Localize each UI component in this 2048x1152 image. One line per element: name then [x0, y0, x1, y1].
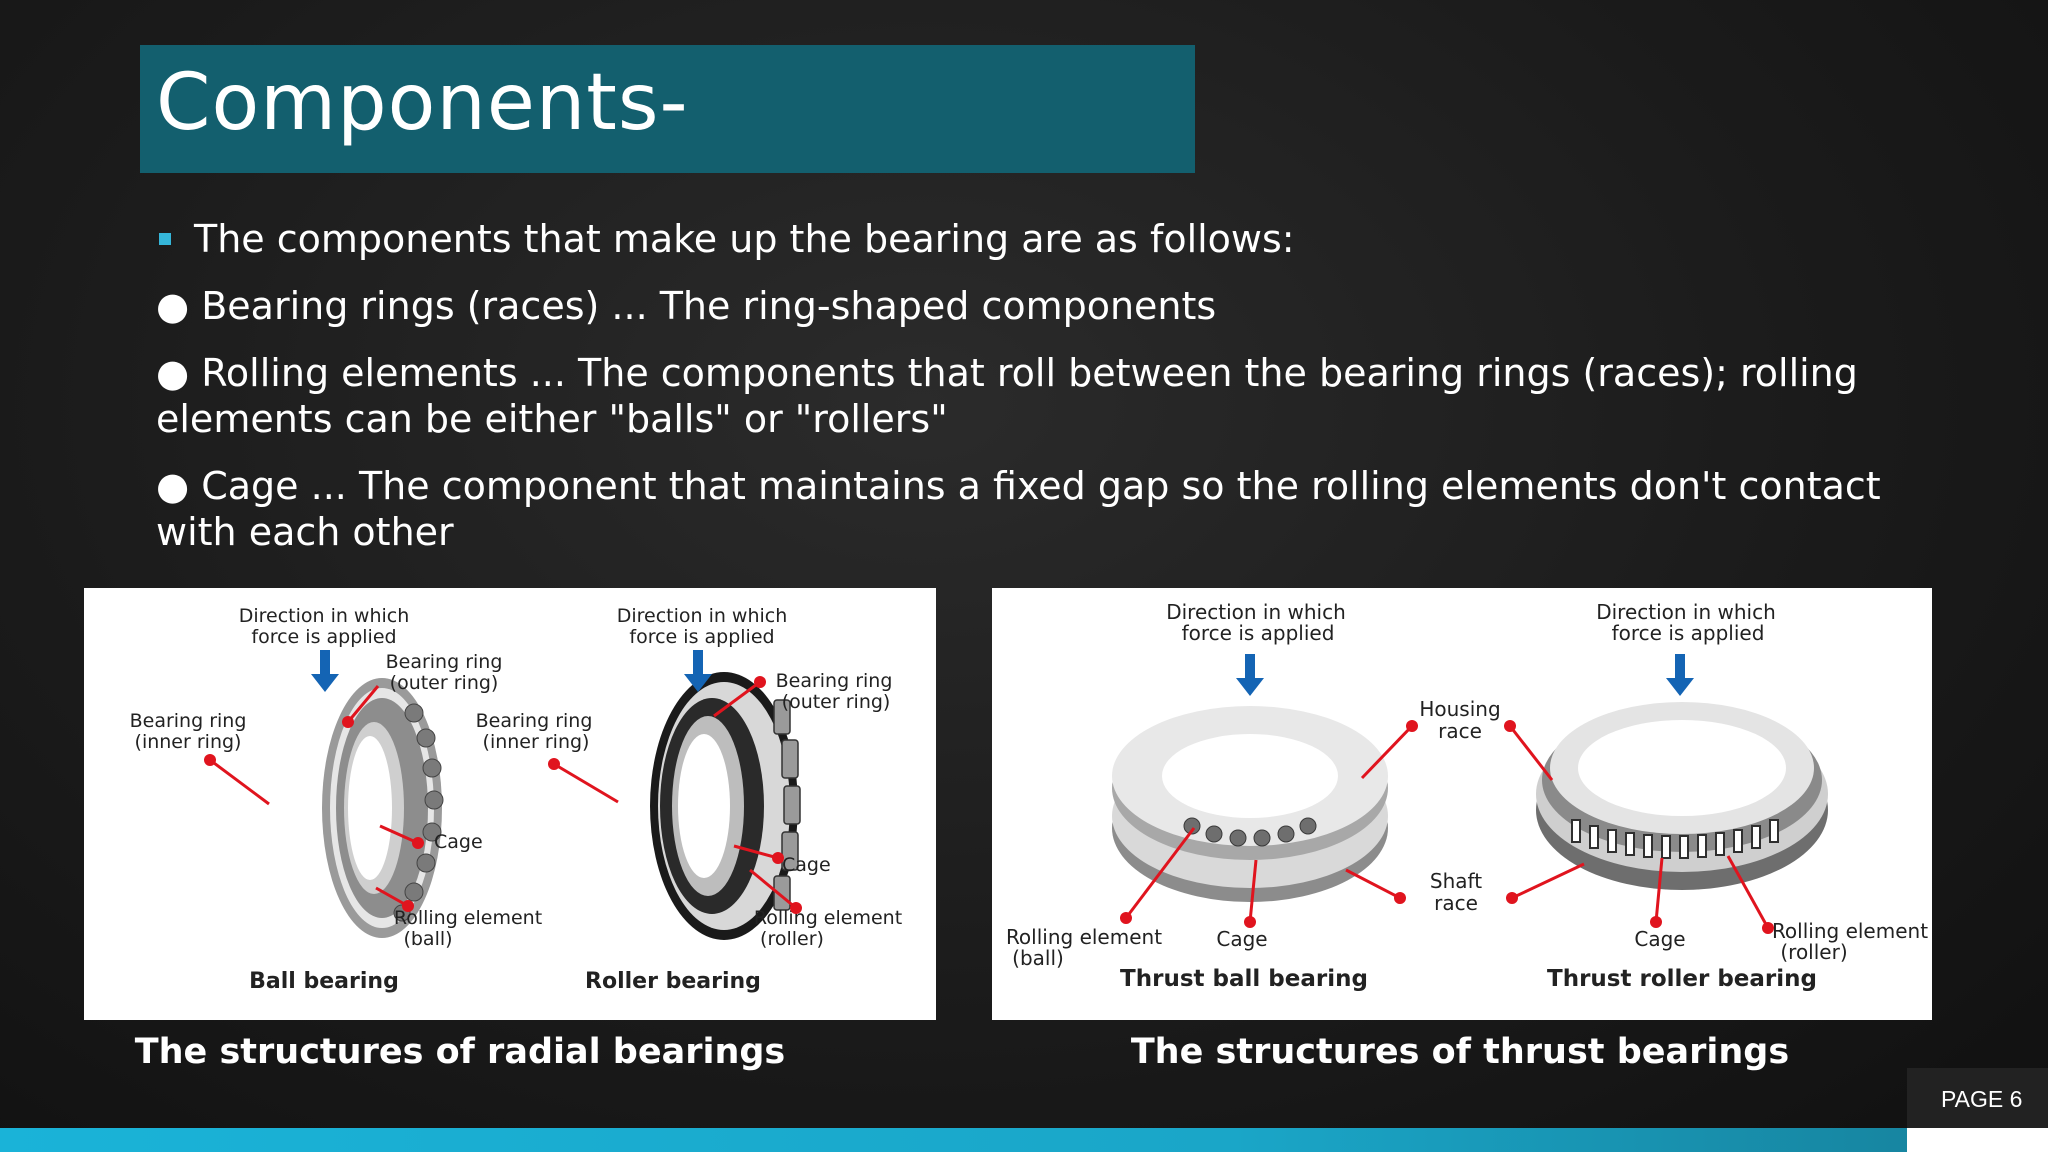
ball-cage-label: Cage [434, 831, 483, 853]
thrust-roller-direction-label-2: force is applied [1612, 621, 1765, 645]
bottom-accent-bar [0, 1128, 2048, 1152]
intro-text: The components that make up the bearing … [194, 217, 1295, 261]
ball-outer-ring-label-2: (outer ring) [390, 672, 499, 694]
radial-bearings-caption: The structures of radial bearings [134, 1032, 786, 1072]
ball-outer-ring-label-1: Bearing ring [386, 651, 503, 673]
thrust-roller-direction-label-1: Direction in which [1596, 600, 1776, 624]
ball-inner-ring-label-2: (inner ring) [135, 731, 242, 753]
slide-title: Components- [156, 58, 689, 148]
thrust-roller-bearing-illustration [1536, 702, 1828, 890]
roller-leader-lines [548, 676, 802, 914]
page-number: PAGE 6 [1941, 1086, 2023, 1112]
thrust-ball-cage-label: Cage [1216, 927, 1267, 951]
ball-rolling-label-2: (ball) [403, 928, 452, 950]
thrust-roller-rolling-label-2: (roller) [1780, 940, 1847, 964]
thrust-ball-bearing-name: Thrust ball bearing [1120, 966, 1368, 992]
thrust-ball-rolling-label-2: (ball) [1012, 946, 1064, 970]
bullet-cage: ● Cage ... The component that maintains … [156, 464, 1881, 554]
roller-outer-ring-label-2: (outer ring) [782, 691, 891, 713]
slide-body: The components that make up the bearing … [156, 216, 1916, 576]
shaft-race-label-1: Shaft [1430, 869, 1482, 893]
roller-rolling-label-2: (roller) [760, 928, 824, 950]
square-bullet-icon [159, 233, 171, 245]
thrust-ball-direction-label-1: Direction in which [1166, 600, 1346, 624]
thrust-bearings-diagram: Direction in which force is applied Roll… [1006, 600, 1928, 992]
bullet-bearing-rings: ● Bearing rings (races) ... The ring-sha… [156, 284, 1217, 328]
radial-bearings-diagram: Direction in which force is applied Bear… [130, 605, 903, 994]
thrust-bearings-figure: Direction in which force is applied Roll… [992, 588, 1932, 1020]
roller-direction-label-1: Direction in which [617, 605, 788, 627]
roller-outer-ring-label-1: Bearing ring [776, 670, 893, 692]
thrust-roller-force-arrow [1666, 654, 1694, 696]
roller-inner-ring-label-2: (inner ring) [483, 731, 590, 753]
thrust-roller-rolling-label-1: Rolling element [1772, 919, 1928, 943]
thrust-ball-bearing-illustration [1112, 706, 1388, 902]
roller-bearing-illustration [650, 672, 801, 940]
ball-bearing-name: Ball bearing [249, 969, 399, 994]
thrust-ball-rolling-label-1: Rolling element [1006, 925, 1162, 949]
thrust-leader-lines [1120, 720, 1774, 934]
title-banner: Components- [140, 45, 1195, 173]
thrust-roller-cage-label: Cage [1634, 927, 1685, 951]
roller-cage-label: Cage [782, 854, 831, 876]
roller-direction-label-2: force is applied [629, 626, 774, 648]
thrust-ball-force-arrow [1236, 654, 1264, 696]
thrust-ball-direction-label-2: force is applied [1182, 621, 1335, 645]
ball-direction-label-1: Direction in which [239, 605, 410, 627]
ball-rolling-label-1: Rolling element [394, 907, 542, 929]
radial-bearings-figure: Direction in which force is applied Bear… [84, 588, 936, 1020]
roller-bearing-force-arrow [684, 650, 712, 692]
housing-race-label-1: Housing [1419, 697, 1500, 721]
thrust-bearings-caption: The structures of thrust bearings [1130, 1032, 1790, 1072]
ball-inner-ring-label-1: Bearing ring [130, 710, 247, 732]
roller-rolling-label-1: Rolling element [754, 907, 902, 929]
ball-bearing-force-arrow [311, 650, 339, 692]
page-number-footer [1907, 1128, 2048, 1152]
roller-inner-ring-label-1: Bearing ring [476, 710, 593, 732]
shaft-race-label-2: race [1434, 891, 1478, 915]
intro-line: The components that make up the bearing … [156, 216, 1916, 262]
thrust-roller-bearing-name: Thrust roller bearing [1547, 966, 1817, 992]
ball-bearing-illustration [322, 678, 444, 938]
ball-leader-lines [204, 685, 424, 912]
ball-direction-label-2: force is applied [251, 626, 396, 648]
housing-race-label-2: race [1438, 719, 1482, 743]
roller-bearing-name: Roller bearing [585, 969, 761, 994]
bullet-rolling-elements: ● Rolling elements ... The components th… [156, 351, 1858, 441]
